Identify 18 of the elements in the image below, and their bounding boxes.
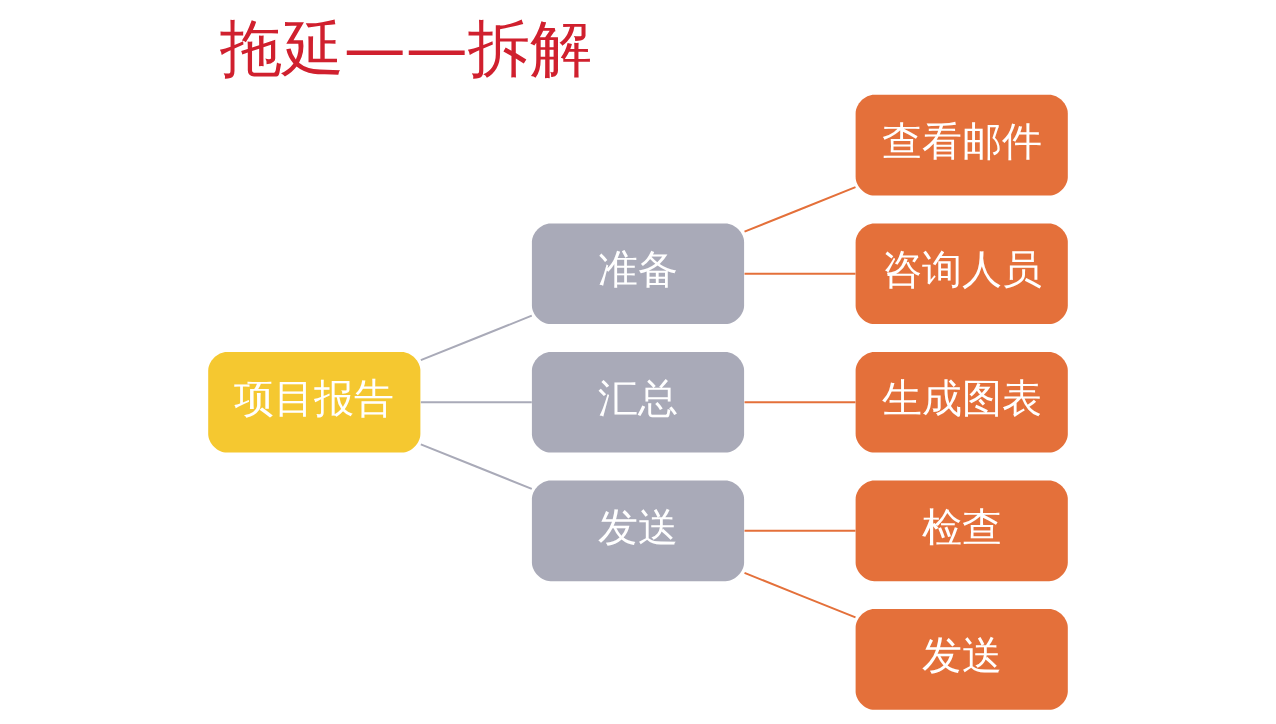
node-box: 咨询人员 bbox=[855, 223, 1068, 325]
connector bbox=[744, 186, 856, 233]
diagram-title: 拖延——拆解 bbox=[219, 12, 592, 86]
node-box: 检查 bbox=[855, 480, 1068, 582]
connector bbox=[744, 572, 856, 619]
node-box: 查看邮件 bbox=[855, 94, 1068, 196]
connector bbox=[744, 401, 856, 404]
connector bbox=[744, 529, 856, 532]
node-box: 生成图表 bbox=[855, 351, 1068, 453]
connector bbox=[420, 401, 532, 404]
node-box: 发送 bbox=[531, 480, 745, 582]
node-box: 准备 bbox=[531, 223, 745, 325]
connector bbox=[744, 272, 856, 275]
node-box: 汇总 bbox=[531, 351, 745, 453]
connector bbox=[420, 314, 533, 362]
connector bbox=[420, 443, 533, 490]
node-box: 发送 bbox=[855, 609, 1068, 710]
node-box: 项目报告 bbox=[208, 351, 421, 453]
